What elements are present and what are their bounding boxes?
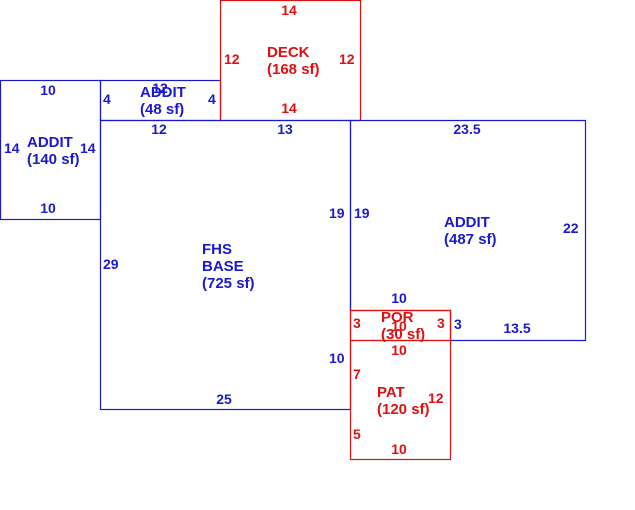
fhs-base-name-line2: BASE xyxy=(202,258,244,275)
pat-dim-right: 12 xyxy=(428,390,444,406)
addit-right-dim-bottom-right: 13.5 xyxy=(503,320,530,336)
addit-right-dim-left: 19 xyxy=(354,205,370,221)
addit-small-dim-left: 4 xyxy=(103,91,111,107)
addit-right-area: 23.5 19 22 10 3 13.5 ADDIT (487 sf) xyxy=(349,119,587,342)
addit-right-dim-bottom-left: 10 xyxy=(391,290,407,306)
addit-left-area: 10 10 14 14 ADDIT (140 sf) xyxy=(0,79,102,221)
addit-small-area-label: (48 sf) xyxy=(140,101,184,118)
fhs-base-dim-right-upper: 19 xyxy=(329,205,345,221)
pat-area-label: (120 sf) xyxy=(377,401,430,418)
pat-outline xyxy=(349,339,452,461)
addit-small-dim-bottom: 12 xyxy=(151,121,167,137)
fhs-base-area: 13 25 29 19 10 FHS BASE (725 sf) xyxy=(99,119,352,411)
por-name: POR xyxy=(381,309,414,326)
fhs-base-dim-bottom: 25 xyxy=(216,391,232,407)
addit-right-name: ADDIT xyxy=(444,214,490,231)
addit-right-area-label: (487 sf) xyxy=(444,231,497,248)
deck-dim-right: 12 xyxy=(339,51,355,67)
pat-dim-bottom: 10 xyxy=(391,441,407,457)
fhs-base-dim-left: 29 xyxy=(103,256,119,272)
por-area-label: (30 sf) xyxy=(381,326,425,343)
addit-right-dim-right: 22 xyxy=(563,220,579,236)
fhs-base-name-line1: FHS xyxy=(202,241,232,258)
pat-area: 10 7 5 12 PAT (120 sf) xyxy=(349,339,452,461)
addit-left-dim-left: 14 xyxy=(4,140,20,156)
addit-right-dim-top: 23.5 xyxy=(453,121,480,137)
por-dim-right: 3 xyxy=(437,315,445,331)
deck-dim-left: 12 xyxy=(224,51,240,67)
por-dim-left: 3 xyxy=(353,315,361,331)
addit-small-name: ADDIT xyxy=(140,84,186,101)
addit-left-dim-top: 10 xyxy=(40,82,56,98)
addit-left-dim-right: 14 xyxy=(80,140,96,156)
fhs-base-area-label: (725 sf) xyxy=(202,275,255,292)
deck-dim-top: 14 xyxy=(281,2,297,18)
pat-dim-top: 10 xyxy=(391,342,407,358)
pat-dim-left-upper: 7 xyxy=(353,366,361,382)
addit-small-dim-right: 4 xyxy=(208,91,216,107)
deck-dim-bottom: 14 xyxy=(281,100,297,116)
fhs-base-dim-right-lower: 10 xyxy=(329,350,345,366)
deck-name: DECK xyxy=(267,44,310,61)
por-area: 10 10 3 3 POR (30 sf) xyxy=(349,309,452,358)
deck-area: 14 14 12 12 DECK (168 sf) xyxy=(219,0,362,122)
addit-left-dim-bottom: 10 xyxy=(40,200,56,216)
deck-area-label: (168 sf) xyxy=(267,61,320,78)
pat-dim-left-lower: 5 xyxy=(353,426,361,442)
addit-right-dim-step: 3 xyxy=(454,316,462,332)
por-dim-top: 10 xyxy=(391,318,407,334)
addit-left-name: ADDIT xyxy=(27,134,73,151)
addit-small-area: 12 4 4 ADDIT (48 sf) 12 xyxy=(99,79,222,137)
addit-small-dim-top: 12 xyxy=(152,80,168,96)
addit-left-area-label: (140 sf) xyxy=(27,151,80,168)
por-dim-bottom: 10 xyxy=(391,342,407,358)
pat-name: PAT xyxy=(377,384,405,401)
fhs-base-dim-top: 13 xyxy=(277,121,293,137)
